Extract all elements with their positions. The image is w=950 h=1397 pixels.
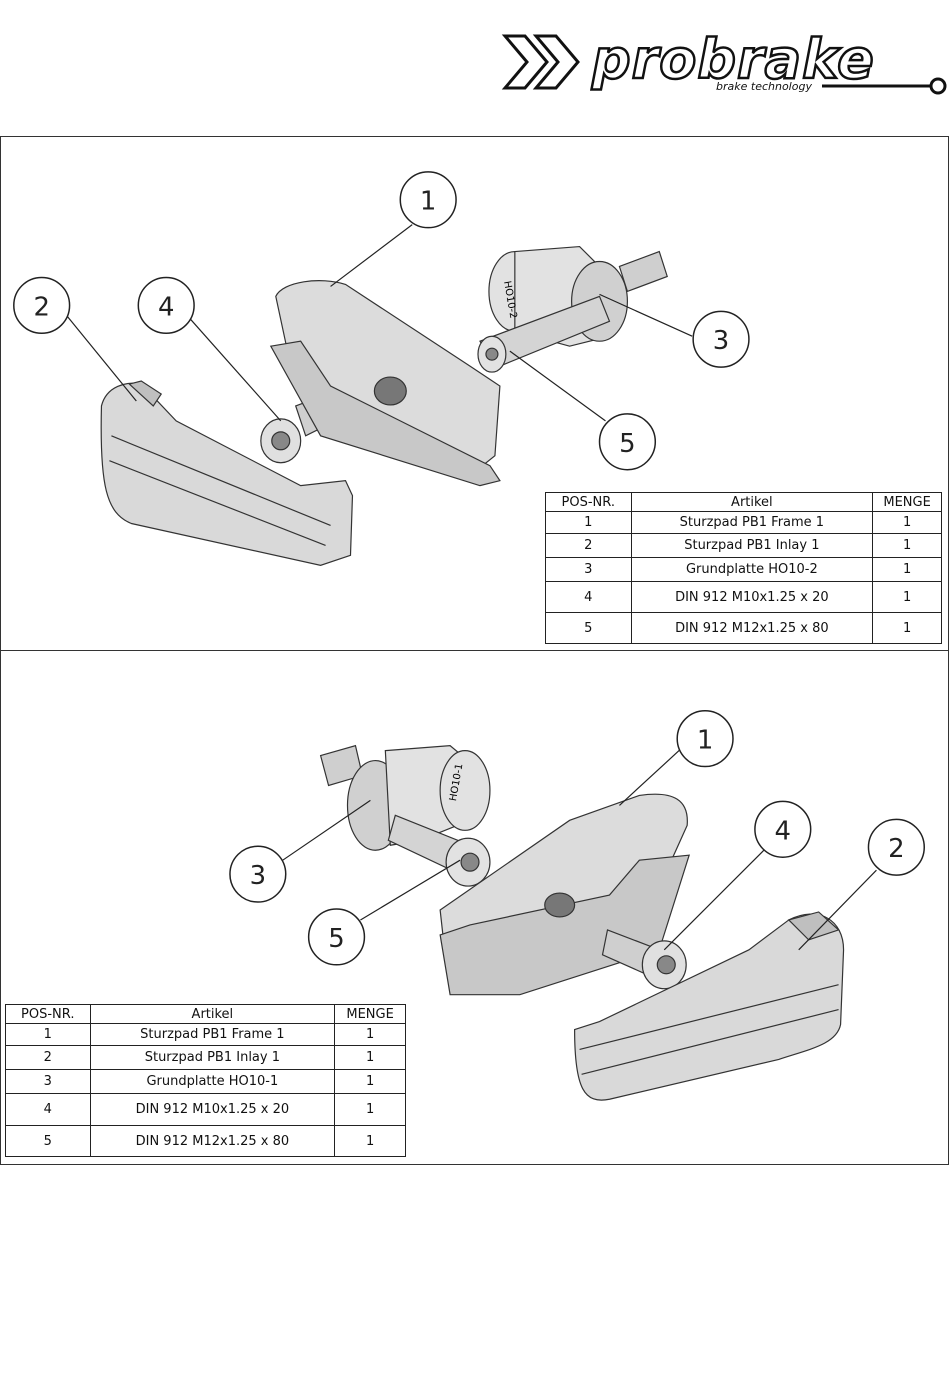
callout-label-2: 2 <box>33 292 49 322</box>
bom-menge: 1 <box>872 557 942 582</box>
inlay-part-2 <box>574 911 845 1101</box>
bom-row: 5 DIN 912 M12x1.25 x 80 1 <box>545 612 942 644</box>
bom-menge: 1 <box>872 533 942 558</box>
bom-table-top: POS-NR. Artikel MENGE 1 Sturzpad PB1 Fra… <box>545 492 942 644</box>
bom-artikel: Grundplatte HO10-1 <box>89 1069 336 1094</box>
callout-label-3: 3 <box>713 326 729 356</box>
callout-4 <box>754 800 812 858</box>
bom-pos: 3 <box>545 557 632 582</box>
bom-table-bottom: POS-NR. Artikel MENGE 1 Sturzpad PB1 Fra… <box>5 1004 406 1157</box>
callout-label-5: 5 <box>619 429 635 459</box>
bom-pos: 4 <box>545 581 632 613</box>
frame-part-1 <box>269 280 501 487</box>
bom-header-pos: POS-NR. <box>545 492 632 512</box>
bom-menge: 1 <box>872 511 942 534</box>
bom-menge: 1 <box>334 1045 406 1070</box>
bom-menge: 1 <box>872 581 942 613</box>
bom-row: 1 Sturzpad PB1 Frame 1 1 <box>5 1023 406 1046</box>
callout-5 <box>598 413 657 471</box>
callout-label-1: 1 <box>420 187 436 217</box>
bom-pos: 1 <box>5 1023 91 1046</box>
callout-2 <box>867 818 925 876</box>
bom-row: 3 Grundplatte HO10-1 1 <box>5 1069 406 1094</box>
bom-pos: 2 <box>545 533 632 558</box>
callout-label-4: 4 <box>775 816 791 846</box>
exploded-view-top: HO10-2 1 2 4 3 <box>13 171 750 566</box>
bom-artikel: DIN 912 M12x1.25 x 80 <box>630 612 874 644</box>
bom-pos: 5 <box>5 1125 91 1157</box>
bom-artikel: Grundplatte HO10-2 <box>630 557 874 582</box>
callout-3 <box>692 310 750 368</box>
chevron-icon <box>501 34 580 90</box>
bom-header-menge: MENGE <box>334 1004 406 1024</box>
bom-artikel: Sturzpad PB1 Frame 1 <box>630 511 874 534</box>
bom-row: 3 Grundplatte HO10-2 1 <box>545 557 942 582</box>
callout-label-3: 3 <box>250 861 266 891</box>
bom-row: 2 Sturzpad PB1 Inlay 1 1 <box>5 1045 406 1070</box>
bom-header-menge: MENGE <box>872 492 942 512</box>
exploded-view-bottom: HO10-1 <box>229 710 925 1101</box>
bom-artikel: DIN 912 M10x1.25 x 20 <box>89 1093 336 1126</box>
bom-artikel: Sturzpad PB1 Frame 1 <box>89 1023 336 1046</box>
callout-label-1: 1 <box>697 726 713 756</box>
probrake-logo: probrake brake technology <box>501 27 947 95</box>
screw-part-4 <box>601 929 687 990</box>
bom-artikel: Sturzpad PB1 Inlay 1 <box>89 1045 336 1070</box>
callout-1 <box>676 710 734 768</box>
callout-label-2: 2 <box>888 834 904 864</box>
bom-menge: 1 <box>334 1125 406 1157</box>
bom-row: 4 DIN 912 M10x1.25 x 20 1 <box>545 581 942 613</box>
bom-menge: 1 <box>334 1023 406 1046</box>
bom-header-pos: POS-NR. <box>5 1004 91 1024</box>
bom-row: 5 DIN 912 M12x1.25 x 80 1 <box>5 1125 406 1157</box>
assembly-panel-top: HO10-2 1 2 4 3 <box>0 136 949 651</box>
bom-menge: 1 <box>334 1069 406 1094</box>
bom-pos: 1 <box>545 511 632 534</box>
callout-1 <box>399 171 457 229</box>
inlay-part-2 <box>100 380 354 566</box>
bolt-part-5 <box>387 814 491 887</box>
bom-header-row: POS-NR. Artikel MENGE <box>5 1004 406 1024</box>
bom-header-artikel: Artikel <box>630 492 874 512</box>
bom-pos: 3 <box>5 1069 91 1094</box>
bom-header-artikel: Artikel <box>89 1004 336 1024</box>
callout-2 <box>13 276 71 334</box>
callout-3 <box>229 845 287 903</box>
bolt-part-5 <box>477 295 611 373</box>
bom-artikel: DIN 912 M10x1.25 x 20 <box>630 581 874 613</box>
callout-label-4: 4 <box>158 292 174 322</box>
bom-row: 4 DIN 912 M10x1.25 x 20 1 <box>5 1093 406 1126</box>
bom-menge: 1 <box>872 612 942 644</box>
logo-tagline: brake technology <box>716 80 812 93</box>
bom-row: 1 Sturzpad PB1 Frame 1 1 <box>545 511 942 534</box>
bom-artikel: Sturzpad PB1 Inlay 1 <box>630 533 874 558</box>
callout-5 <box>307 908 366 966</box>
bom-menge: 1 <box>334 1093 406 1126</box>
logo-brand: probrake <box>591 28 875 91</box>
assembly-panel-bottom: HO10-1 <box>0 650 949 1165</box>
bom-pos: 4 <box>5 1093 91 1126</box>
callout-4 <box>137 276 195 334</box>
bom-artikel: DIN 912 M12x1.25 x 80 <box>89 1125 336 1157</box>
callout-label-5: 5 <box>328 924 344 954</box>
bom-pos: 2 <box>5 1045 91 1070</box>
bom-pos: 5 <box>545 612 632 644</box>
bom-row: 2 Sturzpad PB1 Inlay 1 1 <box>545 533 942 558</box>
bom-header-row: POS-NR. Artikel MENGE <box>545 492 942 512</box>
